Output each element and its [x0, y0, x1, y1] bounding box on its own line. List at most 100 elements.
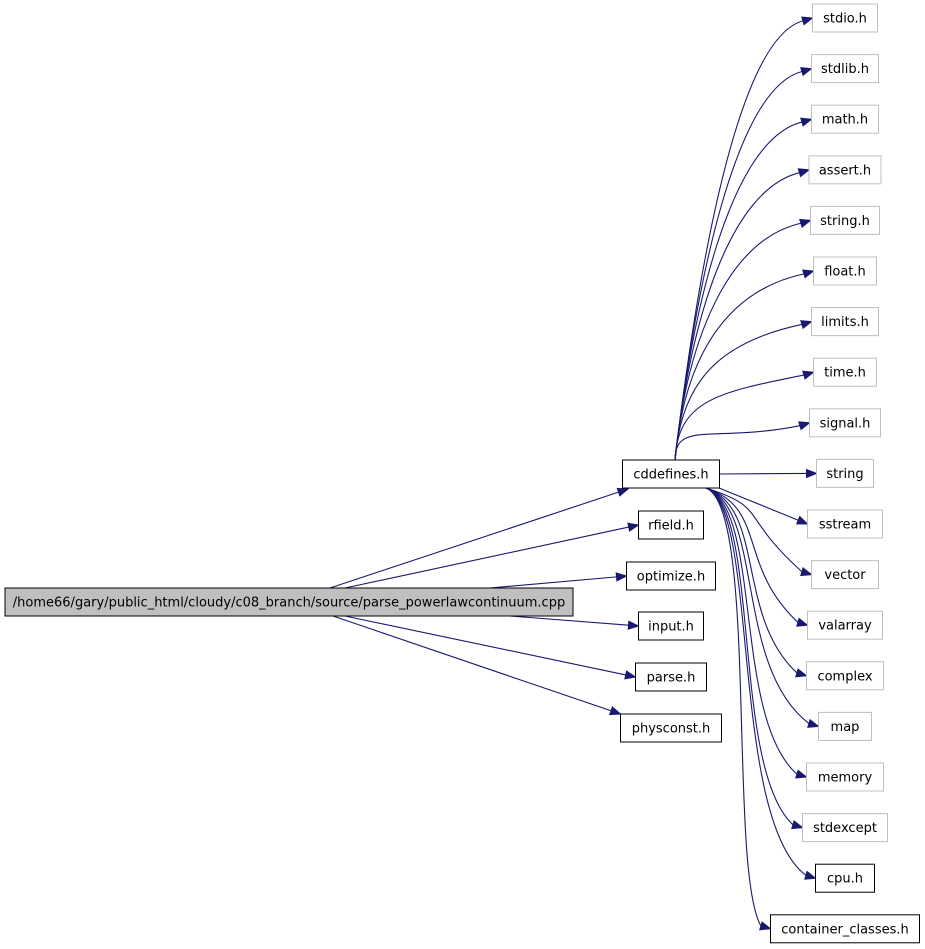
hub-include-node-limits-h[interactable]: limits.h	[811, 307, 879, 337]
edge-hub-string	[718, 472, 807, 475]
include-node-physconst-h-label: physconst.h	[632, 722, 711, 737]
edge-hub-vector	[705, 487, 803, 573]
hub-include-node-time-h[interactable]: time.h	[813, 357, 877, 387]
edge-root-cddefines-h	[329, 491, 619, 589]
hub-include-node-string[interactable]: string	[816, 458, 874, 488]
hub-include-node-stdexcept-box	[802, 813, 888, 843]
hub-include-node-assert-h[interactable]: assert.h	[808, 155, 882, 185]
hub-include-node-vector[interactable]: vector	[811, 560, 879, 590]
root-file-node[interactable]: /home66/gary/public_html/cloudy/c08_bran…	[4, 587, 574, 617]
edge-hub-limits-h-arrowhead	[800, 320, 813, 330]
hub-include-node-container-classes-h-label: container_classes.h	[781, 922, 909, 937]
hub-include-node-cpu-h[interactable]: cpu.h	[815, 863, 875, 893]
include-node-rfield-h-box	[638, 510, 704, 540]
hub-include-node-container-classes-h-box	[770, 914, 920, 944]
edge-hub-complex	[705, 487, 798, 674]
hub-include-node-signal-h-box	[809, 408, 881, 438]
edge-layer	[329, 16, 820, 931]
hub-include-node-string-h-label: string.h	[820, 214, 870, 229]
hub-include-node-stdexcept[interactable]: stdexcept	[802, 813, 888, 843]
hub-include-node-memory-label: memory	[818, 771, 873, 786]
edge-hub-math-h-arrowhead	[800, 117, 813, 127]
hub-include-node-complex[interactable]: complex	[806, 661, 884, 691]
edge-root-physconst-h	[332, 615, 612, 712]
hub-include-node-complex-box	[806, 661, 884, 691]
edge-root-cddefines-h-arrowhead	[616, 487, 630, 497]
edge-hub-signal-h-arrowhead	[798, 421, 811, 431]
hub-include-node-stdlib-h-label: stdlib.h	[821, 62, 869, 77]
edge-root-parse-h	[344, 615, 626, 676]
hub-include-node-math-h[interactable]: math.h	[811, 104, 879, 134]
hub-include-node-stdexcept-label: stdexcept	[813, 821, 877, 836]
hub-include-node-string-label: string	[826, 467, 863, 482]
hub-include-node-cpu-h-box	[815, 863, 875, 893]
hub-include-node-signal-h-label: signal.h	[820, 416, 871, 431]
include-node-cddefines-h-label: cddefines.h	[633, 468, 708, 483]
edge-root-input-h-arrowhead	[627, 620, 640, 630]
include-node-cddefines-h-box	[622, 459, 720, 489]
hub-include-node-valarray[interactable]: valarray	[807, 610, 883, 640]
edge-hub-container-classes-h-arrowhead	[759, 921, 772, 931]
hub-include-node-cpu-h-label: cpu.h	[827, 872, 863, 887]
hub-include-node-stdio-h-box	[812, 3, 878, 33]
edge-hub-signal-h	[674, 425, 801, 461]
edge-hub-stdlib-h-arrowhead	[800, 67, 813, 77]
edge-root-rfield-h-arrowhead	[627, 522, 640, 532]
hub-include-node-float-h[interactable]: float.h	[813, 256, 877, 286]
include-node-input-h[interactable]: input.h	[638, 611, 704, 641]
hub-include-node-sstream[interactable]: sstream	[807, 509, 883, 539]
edge-hub-float-h-arrowhead	[802, 269, 815, 279]
hub-include-node-math-h-box	[811, 104, 879, 134]
hub-include-node-string-h[interactable]: string.h	[810, 205, 880, 235]
edge-root-optimize-h	[489, 576, 617, 589]
edge-hub-string-arrowhead	[805, 468, 818, 479]
include-node-cddefines-h[interactable]: cddefines.h	[622, 459, 720, 489]
hub-include-node-map-label: map	[831, 720, 860, 735]
edge-hub-assert-h	[674, 172, 800, 461]
hub-include-node-memory[interactable]: memory	[806, 762, 884, 792]
edge-hub-valarray-arrowhead	[796, 617, 809, 627]
include-node-optimize-h-box	[626, 561, 716, 591]
node-layer: /home66/gary/public_html/cloudy/c08_bran…	[4, 3, 920, 944]
include-node-rfield-h[interactable]: rfield.h	[638, 510, 704, 540]
edge-hub-map	[705, 487, 810, 724]
edge-hub-sstream	[718, 487, 799, 521]
hub-include-node-sstream-label: sstream	[819, 518, 871, 533]
hub-include-node-sstream-box	[807, 509, 883, 539]
hub-include-node-valarray-box	[807, 610, 883, 640]
include-node-rfield-h-label: rfield.h	[648, 519, 694, 534]
edge-hub-cpu-h-arrowhead	[804, 870, 817, 880]
edge-root-rfield-h	[344, 526, 629, 589]
edge-root-physconst-h-arrowhead	[609, 706, 622, 716]
hub-include-node-container-classes-h[interactable]: container_classes.h	[770, 914, 920, 944]
edge-hub-stdio-h	[674, 20, 804, 461]
edge-hub-container-classes-h	[705, 487, 762, 927]
hub-include-node-valarray-label: valarray	[818, 619, 872, 634]
hub-include-node-limits-h-box	[811, 307, 879, 337]
hub-include-node-stdlib-h-box	[811, 54, 879, 84]
edge-hub-complex-arrowhead	[795, 668, 808, 678]
hub-include-node-signal-h[interactable]: signal.h	[809, 408, 881, 438]
edge-root-optimize-h-arrowhead	[615, 572, 628, 582]
hub-include-node-memory-box	[806, 762, 884, 792]
hub-include-node-stdio-h[interactable]: stdio.h	[812, 3, 878, 33]
root-file-node-box	[4, 587, 574, 617]
include-node-optimize-h[interactable]: optimize.h	[626, 561, 716, 591]
edge-hub-time-h-arrowhead	[802, 370, 815, 380]
edge-hub-time-h	[674, 374, 805, 461]
edge-root-parse-h-arrowhead	[624, 670, 637, 680]
include-node-parse-h[interactable]: parse.h	[635, 662, 707, 692]
edge-hub-assert-h-arrowhead	[797, 168, 811, 178]
hub-include-node-float-h-box	[813, 256, 877, 286]
edge-hub-stdio-h-arrowhead	[801, 16, 814, 26]
include-node-parse-h-box	[635, 662, 707, 692]
hub-include-node-map[interactable]: map	[818, 711, 872, 741]
include-node-physconst-h[interactable]: physconst.h	[620, 713, 722, 743]
edge-root-input-h	[509, 615, 629, 626]
hub-include-node-assert-h-label: assert.h	[819, 163, 871, 178]
hub-include-node-float-h-label: float.h	[824, 265, 866, 280]
hub-include-node-limits-h-label: limits.h	[821, 315, 869, 330]
hub-include-node-stdlib-h[interactable]: stdlib.h	[811, 54, 879, 84]
include-node-input-h-label: input.h	[648, 620, 694, 635]
